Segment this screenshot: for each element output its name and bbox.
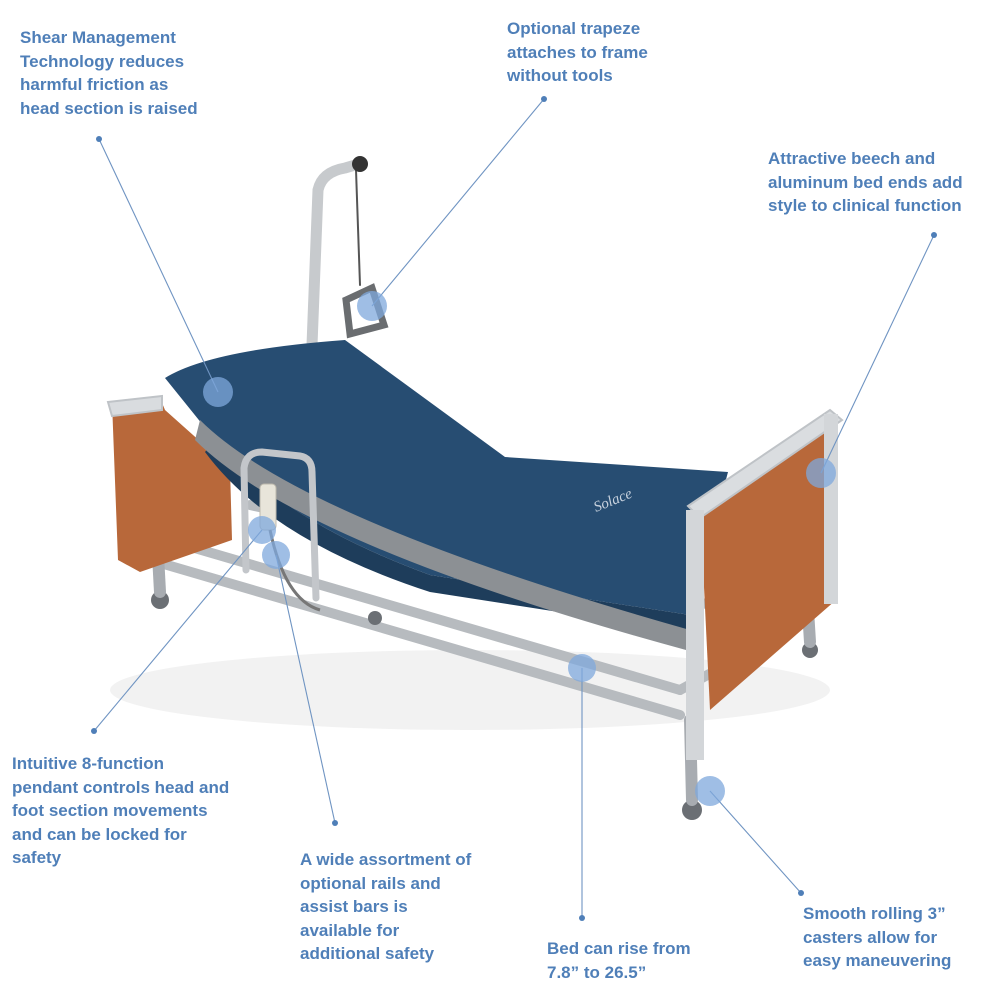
hotspot-rails: [262, 541, 290, 569]
hotspot-trapeze: [357, 291, 387, 321]
hotspot-casters: [695, 776, 725, 806]
callout-bed-height: Bed can rise from 7.8” to 26.5”: [547, 939, 691, 982]
callout-rails: A wide assortment of optional rails and …: [300, 850, 472, 963]
hotspot-height: [568, 654, 596, 682]
callout-bed-ends: Attractive beech and aluminum bed ends a…: [768, 149, 963, 215]
foot-board: [686, 408, 844, 760]
leader-lines: [93, 98, 935, 918]
side-assist-rail: [240, 448, 320, 602]
callout-trapeze: Optional trapeze attaches to frame witho…: [507, 19, 648, 85]
leader-end-dots: [91, 96, 937, 921]
hotspot-pendant: [248, 516, 276, 544]
hotspot-markers: [203, 291, 836, 806]
head-board: [106, 394, 232, 572]
callout-pendant-controls: Intuitive 8-function pendant controls he…: [12, 754, 230, 867]
callout-shear-management: Shear Management Technology reduces harm…: [20, 28, 198, 118]
hotspot-bed-ends: [806, 458, 836, 488]
callout-casters: Smooth rolling 3” casters allow for easy…: [803, 904, 952, 970]
trapeze-bar: [306, 156, 389, 351]
hotspot-shear: [203, 377, 233, 407]
mattress: Solace: [165, 340, 728, 650]
